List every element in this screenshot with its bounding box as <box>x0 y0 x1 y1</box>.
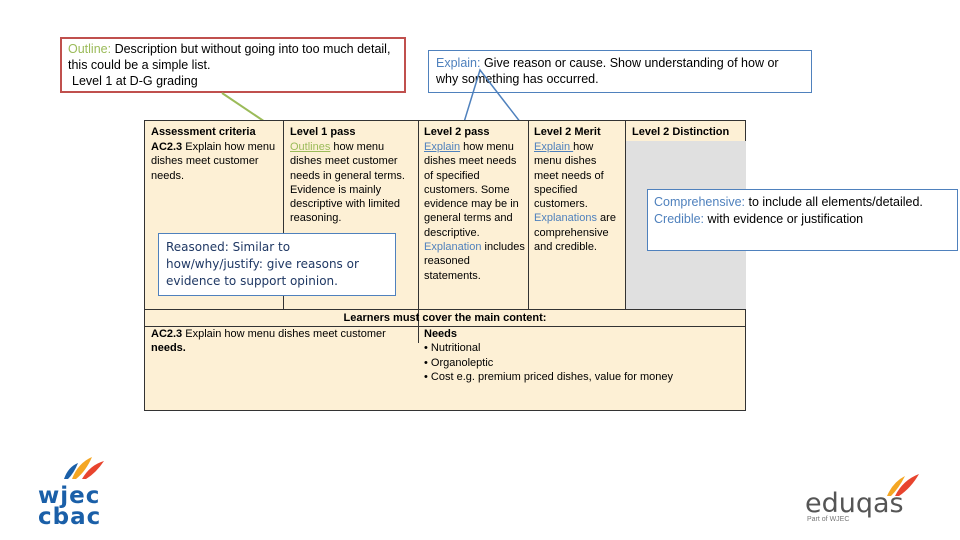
level1-keyword: Outlines <box>290 141 331 153</box>
level2-merit-text2: are comprehensive and credible. <box>534 212 616 254</box>
needs-item: Cost e.g. premium priced dishes, value f… <box>424 370 740 384</box>
eduqas-feather-icon <box>887 474 919 496</box>
content-criteria-bold: needs. <box>151 342 186 355</box>
outline-definition: Description but without going into too m… <box>68 42 391 72</box>
eduqas-logo: eduqas Part of WJEC <box>805 470 920 525</box>
column-divider <box>528 121 529 309</box>
level2-merit-keyword: Explain <box>534 141 574 153</box>
credible-keyword: Credible: <box>654 212 705 226</box>
criteria-code: AC2.3 <box>151 141 183 153</box>
level2-pass-text: how menu dishes meet needs of specified … <box>424 141 519 239</box>
header-level2-pass: Level 2 pass <box>424 126 490 138</box>
main-content-heading: Learners must cover the main content: <box>343 312 547 324</box>
eduqas-text: eduqas <box>805 488 904 519</box>
level2-merit-cell: Explain how menu dishes meet needs of sp… <box>528 138 625 256</box>
header-level2-distinction: Level 2 Distinction <box>632 126 730 138</box>
header-assessment-criteria: Assessment criteria <box>151 126 256 138</box>
row-divider <box>145 309 745 310</box>
criteria-cell: AC2.3 Explain how menu dishes meet custo… <box>145 138 283 185</box>
level2-pass-keyword: Explain <box>424 141 461 153</box>
needs-list: Nutritional Organoleptic Cost e.g. premi… <box>424 341 740 384</box>
level2-merit-text: how menu dishes meet needs of specified … <box>534 141 604 211</box>
needs-cell: Needs Nutritional Organoleptic Cost e.g.… <box>418 325 746 386</box>
outline-keyword: Outline: <box>68 42 112 56</box>
level2-pass-cell: Explain how menu dishes meet needs of sp… <box>418 138 528 285</box>
credible-definition: with evidence or justification <box>704 212 864 226</box>
needs-item: Organoleptic <box>424 356 740 370</box>
level1-text: how menu dishes meet customer needs in g… <box>290 141 405 225</box>
needs-heading: Needs <box>424 328 458 340</box>
cbac-text: cbac <box>38 504 102 530</box>
row-divider <box>145 326 745 327</box>
needs-item: Nutritional <box>424 341 740 355</box>
content-criteria-text: Explain how menu dishes meet customer <box>182 328 386 340</box>
outline-callout: Outline: Description but without going i… <box>60 37 406 93</box>
comprehensive-definition: to include all elements/detailed. <box>745 195 923 209</box>
wjec-text: wjec <box>38 483 101 509</box>
header-level2-merit: Level 2 Merit <box>534 126 601 138</box>
comprehensive-callout: Comprehensive: to include all elements/d… <box>647 189 958 251</box>
reasoned-callout: Reasoned: Similar to how/why/justify: gi… <box>158 233 396 296</box>
criteria-text: Explain how menu dishes meet customer ne… <box>151 141 276 182</box>
wjec-cbac-logo: wjec cbac <box>38 455 110 529</box>
eduqas-tagline: Part of WJEC <box>807 516 850 523</box>
level1-cell: Outlines how menu dishes meet customer n… <box>284 138 420 228</box>
column-divider <box>283 121 284 309</box>
column-divider <box>418 121 419 343</box>
level2-pass-note: Explanation <box>424 241 482 254</box>
level2-merit-note: Explanations <box>534 212 597 225</box>
comprehensive-keyword: Comprehensive: <box>654 195 746 209</box>
explain-keyword: Explain: <box>436 56 481 70</box>
content-criteria-code: AC2.3 <box>151 328 183 340</box>
outline-level-note: Level 1 at D-G grading <box>72 74 198 88</box>
level2-pass-text2: includes reasoned statements. <box>424 241 525 282</box>
column-divider <box>625 121 626 309</box>
wjec-feather-icon <box>64 457 104 479</box>
content-criteria-cell: AC2.3 Explain how menu dishes meet custo… <box>145 325 418 358</box>
header-level1-pass: Level 1 pass <box>290 126 356 138</box>
